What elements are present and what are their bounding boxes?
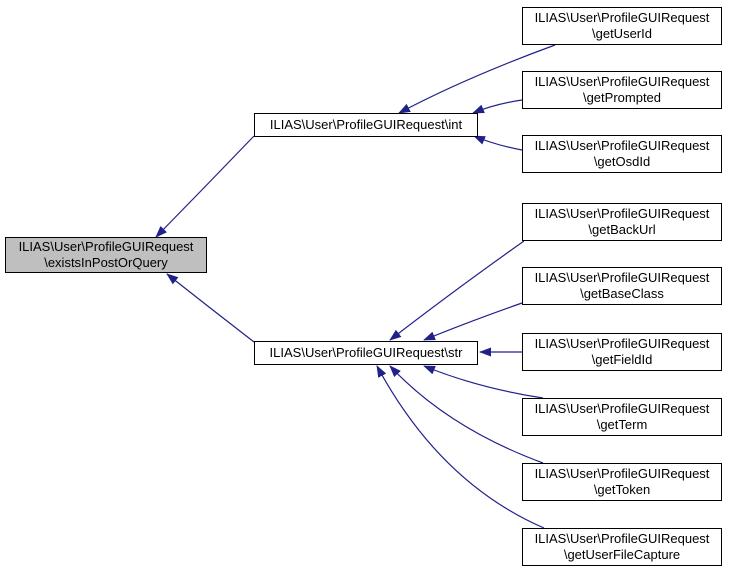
node-getBackUrl[interactable]: ILIAS\User\ProfileGUIRequest \getBackUrl [522,203,722,241]
node-label-line: ILIAS\User\ProfileGUIRequest [534,138,710,153]
node-label-line: \getPrompted [582,90,662,105]
node-label-line: ILIAS\User\ProfileGUIRequest [534,531,710,546]
node-getPrompted[interactable]: ILIAS\User\ProfileGUIRequest \getPrompte… [522,71,722,109]
node-label-line: \getOsdId [593,154,651,169]
node-getOsdId[interactable]: ILIAS\User\ProfileGUIRequest \getOsdId [522,135,722,173]
node-label-line: \getUserId [592,26,652,41]
edge-getBackUrl-to-str [389,240,525,341]
node-getUserId[interactable]: ILIAS\User\ProfileGUIRequest \getUserId [522,7,722,45]
node-label-line: ILIAS\User\ProfileGUIRequest [534,336,710,351]
node-label-line: ILIAS\User\ProfileGUIRequest\str [269,345,463,360]
node-label-line: ILIAS\User\ProfileGUIRequest [534,401,710,416]
node-label-line: ILIAS\User\ProfileGUIRequest [18,239,194,254]
node-label-line: ILIAS\User\ProfileGUIRequest\int [269,117,463,132]
edge-int-to-existsInPostOrQuery [155,135,255,238]
node-getToken[interactable]: ILIAS\User\ProfileGUIRequest \getToken [522,463,722,501]
node-getBaseClass[interactable]: ILIAS\User\ProfileGUIRequest \getBaseCla… [522,267,722,305]
node-label-line: \getBaseClass [580,286,664,301]
edge-getUserId-to-int [398,44,556,114]
edge-str-to-existsInPostOrQuery [166,273,255,343]
edge-getTerm-to-str [423,365,544,399]
edge-getOsdId-to-int [473,135,523,151]
edge-getUserFileCapture-to-str [376,365,545,529]
node-label-line: \getTerm [596,417,648,432]
node-label-line: ILIAS\User\ProfileGUIRequest [534,466,710,481]
node-label-line: \getToken [593,482,651,497]
node-label-line: ILIAS\User\ProfileGUIRequest [534,270,710,285]
node-existsInPostOrQuery[interactable]: ILIAS\User\ProfileGUIRequest \existsInPo… [5,237,207,273]
node-label-line: \getFieldId [591,352,653,367]
edge-getBaseClass-to-str [423,302,523,341]
node-str[interactable]: ILIAS\User\ProfileGUIRequest\str [254,341,478,365]
node-getUserFileCapture[interactable]: ILIAS\User\ProfileGUIRequest \getUserFil… [522,528,722,566]
node-label-line: ILIAS\User\ProfileGUIRequest [534,206,710,221]
edge-getToken-to-str [389,365,544,464]
node-getTerm[interactable]: ILIAS\User\ProfileGUIRequest \getTerm [522,398,722,436]
node-int[interactable]: ILIAS\User\ProfileGUIRequest\int [254,113,478,137]
node-getFieldId[interactable]: ILIAS\User\ProfileGUIRequest \getFieldId [522,333,722,371]
node-label-line: ILIAS\User\ProfileGUIRequest [534,74,710,89]
node-label-line: \existsInPostOrQuery [44,255,168,270]
node-label-line: \getUserFileCapture [563,547,681,562]
node-label-line: \getBackUrl [588,222,656,237]
node-label-line: ILIAS\User\ProfileGUIRequest [534,10,710,25]
edge-getPrompted-to-int [472,99,523,114]
